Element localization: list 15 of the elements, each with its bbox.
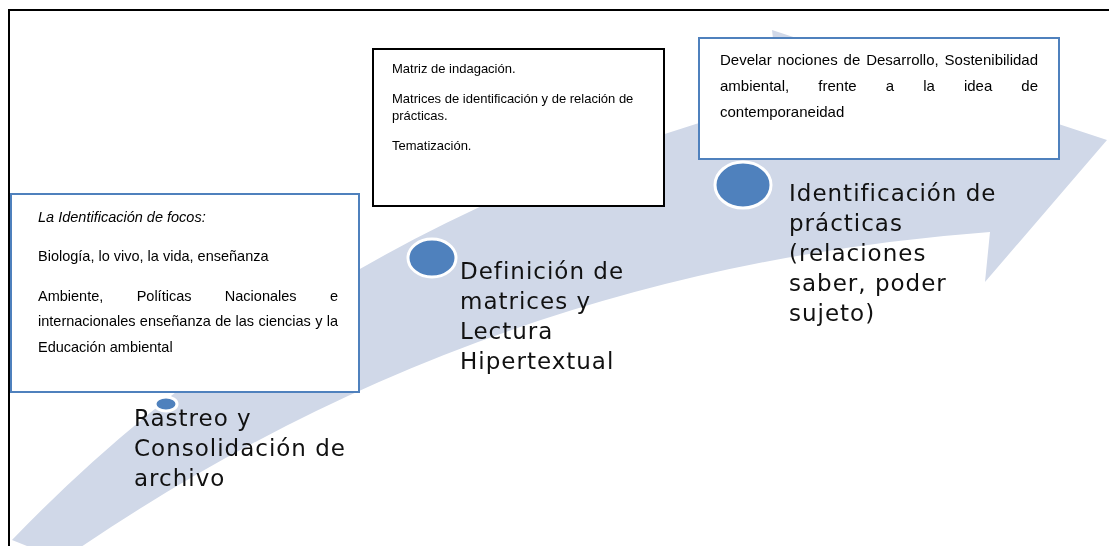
box-text: Ambiente, Políticas Nacionales e internacionales enseñanza de las ciencias y la Educación ambiental xyxy=(38,286,338,357)
text-box xyxy=(372,48,665,207)
box-text: La Identificación de focos: xyxy=(38,208,207,227)
step-label: Definición de matrices y Lectura Hipertextual xyxy=(460,257,665,377)
box-text: Develar nociones de Desarrollo, Sostenibilidad ambiental, frente a la idea de contemporaneidad xyxy=(720,50,1038,122)
circle-marker xyxy=(406,237,458,279)
text-box xyxy=(10,193,360,393)
step-label: Identificación de prácticas (relaciones saber, poder sujeto) xyxy=(789,179,1001,329)
circle-marker xyxy=(713,160,773,210)
step-label: Rastreo y Consolidación de archivo xyxy=(134,404,404,494)
text-box xyxy=(698,37,1060,160)
box-text: Tematización. xyxy=(392,136,473,155)
box-text: Matriz de indagación. xyxy=(392,60,517,78)
box-text: Matrices de identificación y de relación de prácticas. xyxy=(392,89,635,125)
box-text: Biología, lo vivo, la vida, enseñanza xyxy=(38,247,270,267)
